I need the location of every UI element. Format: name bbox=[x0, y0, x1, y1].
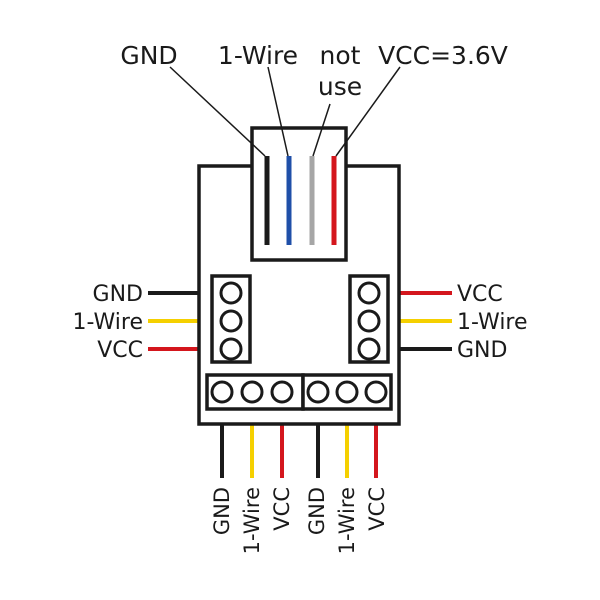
bottom-pin-2 bbox=[240, 380, 264, 404]
bottom-label-gnd-2: GND bbox=[305, 487, 329, 535]
right-pin-1 bbox=[357, 281, 381, 305]
left-pin-3 bbox=[219, 337, 243, 361]
top-label-1wire: 1-Wire bbox=[218, 41, 298, 70]
right-label-gnd: GND bbox=[457, 338, 507, 363]
left-pin-2 bbox=[219, 309, 243, 333]
right-label-1wire: 1-Wire bbox=[457, 310, 528, 335]
bottom-label-1wire-1: 1-Wire bbox=[240, 487, 264, 554]
bottom-label-vcc-2: VCC bbox=[365, 487, 389, 531]
bottom-pin-6 bbox=[364, 380, 388, 404]
top-label-not: not bbox=[320, 41, 361, 70]
bottom-pin-1 bbox=[210, 380, 234, 404]
bottom-pin-4 bbox=[306, 380, 330, 404]
leader-1wire bbox=[267, 66, 289, 157]
right-pin-3 bbox=[357, 337, 381, 361]
left-pin-1 bbox=[219, 281, 243, 305]
leader-not-use bbox=[312, 103, 331, 157]
left-label-gnd: GND bbox=[93, 282, 143, 307]
bottom-label-vcc-1: VCC bbox=[270, 487, 294, 531]
left-label-1wire: 1-Wire bbox=[72, 310, 143, 335]
top-label-vcc: VCC=3.6V bbox=[378, 41, 508, 70]
leader-vcc bbox=[335, 66, 401, 157]
top-label-gnd: GND bbox=[120, 41, 177, 70]
bottom-label-gnd-1: GND bbox=[210, 487, 234, 535]
bottom-pin-3 bbox=[270, 380, 294, 404]
bottom-label-1wire-2: 1-Wire bbox=[335, 487, 359, 554]
leader-gnd bbox=[169, 66, 266, 157]
right-pin-2 bbox=[357, 309, 381, 333]
bottom-pin-5 bbox=[335, 380, 359, 404]
left-label-vcc: VCC bbox=[97, 338, 143, 363]
right-label-vcc: VCC bbox=[457, 282, 503, 307]
top-label-use: use bbox=[318, 72, 362, 101]
